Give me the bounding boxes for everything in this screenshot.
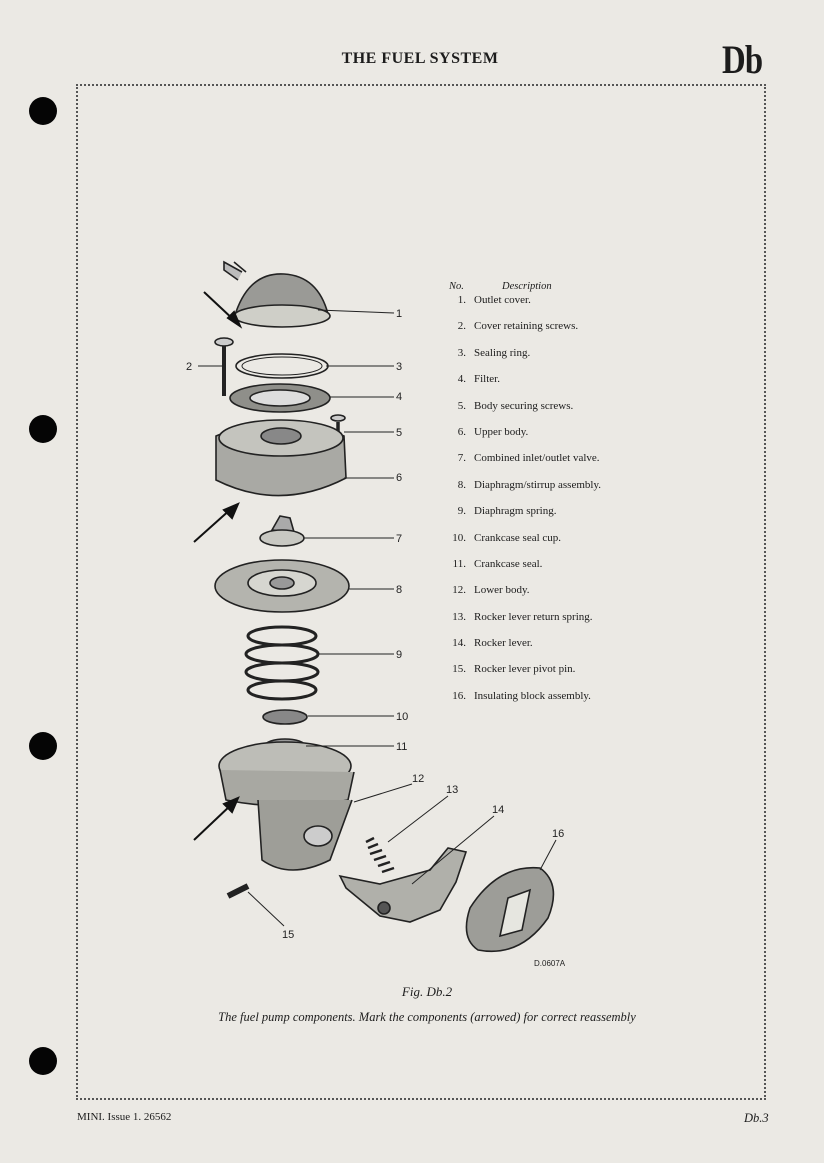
page-title: THE FUEL SYSTEM — [341, 50, 499, 67]
legend-item-label: Crankcase seal. — [474, 557, 543, 570]
cover-screw-part — [214, 337, 234, 396]
pivot-pin-part — [226, 883, 250, 899]
legend-item-number: 7. — [457, 452, 466, 465]
legend-item-label: Body securing screws. — [474, 399, 574, 412]
callout-7: 7 — [396, 533, 402, 545]
legend-item-number: 4. — [457, 373, 466, 386]
legend-item: 11. Crankcase seal. — [446, 557, 696, 583]
outlet-cover-part — [223, 260, 331, 328]
callout-6: 6 — [396, 472, 402, 484]
legend-item-number: 11. — [452, 557, 466, 570]
legend-item: 15. Rocker lever pivot pin. — [446, 662, 696, 688]
upper-body-part — [215, 419, 347, 497]
insulating-block-part — [465, 866, 555, 953]
legend-item-label: Rocker lever. — [474, 637, 533, 650]
callout-2: 2 — [186, 361, 192, 373]
legend-item: 7. Combined inlet/outlet valve. — [446, 451, 696, 477]
legend-item: 4. Filter. — [446, 372, 696, 398]
callout-15: 15 — [282, 929, 294, 941]
callout-5: 5 — [396, 427, 402, 439]
legend-item-number: 13. — [452, 610, 466, 623]
figure-frame — [76, 84, 766, 1100]
callout-1: 1 — [396, 308, 402, 320]
legend-item-number: 8. — [457, 478, 466, 491]
legend-item: 1. Outlet cover. — [446, 293, 696, 319]
legend-item-number: 14. — [452, 637, 466, 650]
fuel-pump-exploded-diagram: 1 2 3 4 5 6 7 8 9 10 11 12 13 14 16 15 D… — [186, 260, 566, 968]
legend-col-no: No. — [449, 281, 464, 292]
legend-item: 5. Body securing screws. — [446, 399, 696, 425]
lower-body-part — [218, 741, 355, 871]
legend-item: 12. Lower body. — [446, 583, 696, 609]
legend-item: 8. Diaphragm/stirrup assembly. — [446, 478, 696, 504]
legend-item-number: 1. — [457, 294, 466, 306]
legend-item-label: Diaphragm/stirrup assembly. — [474, 478, 601, 491]
sealing-ring-part — [235, 353, 329, 379]
callout-12: 12 — [412, 773, 424, 785]
legend-item-number: 5. — [457, 399, 466, 412]
filter-part — [229, 383, 331, 413]
footer-issue: MINI. Issue 1. 26562 — [77, 1111, 172, 1123]
return-spring-part — [365, 836, 395, 874]
callout-11: 11 — [396, 741, 407, 753]
callout-3: 3 — [396, 361, 402, 373]
legend-item-number: 2. — [457, 320, 466, 333]
legend-item: 9. Diaphragm spring. — [446, 504, 696, 530]
callout-4: 4 — [396, 391, 402, 403]
legend-item-label: Cover retaining screws. — [474, 320, 579, 333]
punch-hole-1 — [29, 97, 57, 125]
punch-hole-3 — [29, 732, 57, 760]
callout-13: 13 — [446, 784, 458, 796]
drawing-ref: D.0607A — [534, 959, 566, 968]
legend-item-label: Filter. — [474, 373, 500, 386]
diaphragm-spring-part — [244, 625, 320, 701]
punch-hole-2 — [29, 415, 57, 443]
legend-item-label: Insulating block assembly. — [474, 689, 591, 702]
legend-item-label: Crankcase seal cup. — [474, 531, 562, 544]
legend-item: 6. Upper body. — [446, 425, 696, 451]
legend-item-number: 16. — [452, 689, 466, 702]
section-code: Db — [722, 37, 763, 82]
legend-col-desc: Description — [502, 281, 552, 292]
legend-item: 14. Rocker lever. — [446, 636, 696, 662]
legend-item-number: 12. — [452, 584, 466, 597]
punch-hole-4 — [29, 1047, 57, 1075]
legend-item-label: Combined inlet/outlet valve. — [474, 452, 600, 465]
legend-item: 2. Cover retaining screws. — [446, 319, 696, 345]
legend-item-label: Rocker lever pivot pin. — [474, 663, 576, 676]
figure-label: Fig. Db.2 — [401, 984, 453, 999]
legend-item-number: 10. — [452, 531, 466, 544]
rocker-lever-part — [338, 847, 468, 923]
legend-item-number: 15. — [452, 663, 466, 676]
legend-item-label: Lower body. — [474, 584, 530, 597]
legend-item-number: 9. — [457, 505, 466, 518]
legend-item: 3. Sealing ring. — [446, 346, 696, 372]
legend-item-label: Sealing ring. — [474, 346, 531, 359]
legend-item-label: Rocker lever return spring. — [474, 610, 593, 623]
footer-page-number: Db.3 — [744, 1111, 769, 1125]
legend-item: 10. Crankcase seal cup. — [446, 531, 696, 557]
legend-item: 13. Rocker lever return spring. — [446, 610, 696, 636]
legend-item: 16. Insulating block assembly. — [446, 689, 696, 715]
callout-8: 8 — [396, 584, 402, 596]
callout-14: 14 — [492, 804, 504, 816]
legend-item-label: Outlet cover. — [474, 294, 531, 306]
callout-10: 10 — [396, 711, 408, 723]
callout-16: 16 — [552, 828, 564, 840]
legend-header: No. Description — [446, 281, 696, 293]
legend-item-number: 6. — [457, 425, 466, 438]
inlet-outlet-valve-part — [259, 515, 305, 547]
legend-rows: 1. Outlet cover. 2. Cover retaining screws.… — [446, 293, 696, 715]
diaphragm-part — [214, 559, 350, 613]
legend-item-label: Diaphragm spring. — [474, 505, 557, 518]
legend-item-number: 3. — [457, 346, 466, 359]
legend-item-label: Upper body. — [474, 425, 529, 438]
seal-cup-part — [262, 709, 308, 725]
callout-9: 9 — [396, 649, 402, 661]
parts-legend: No. Description 1. Outlet cover. 2. Cover r… — [446, 281, 696, 715]
figure-caption: The fuel pump components. Mark the compo… — [218, 1010, 636, 1024]
